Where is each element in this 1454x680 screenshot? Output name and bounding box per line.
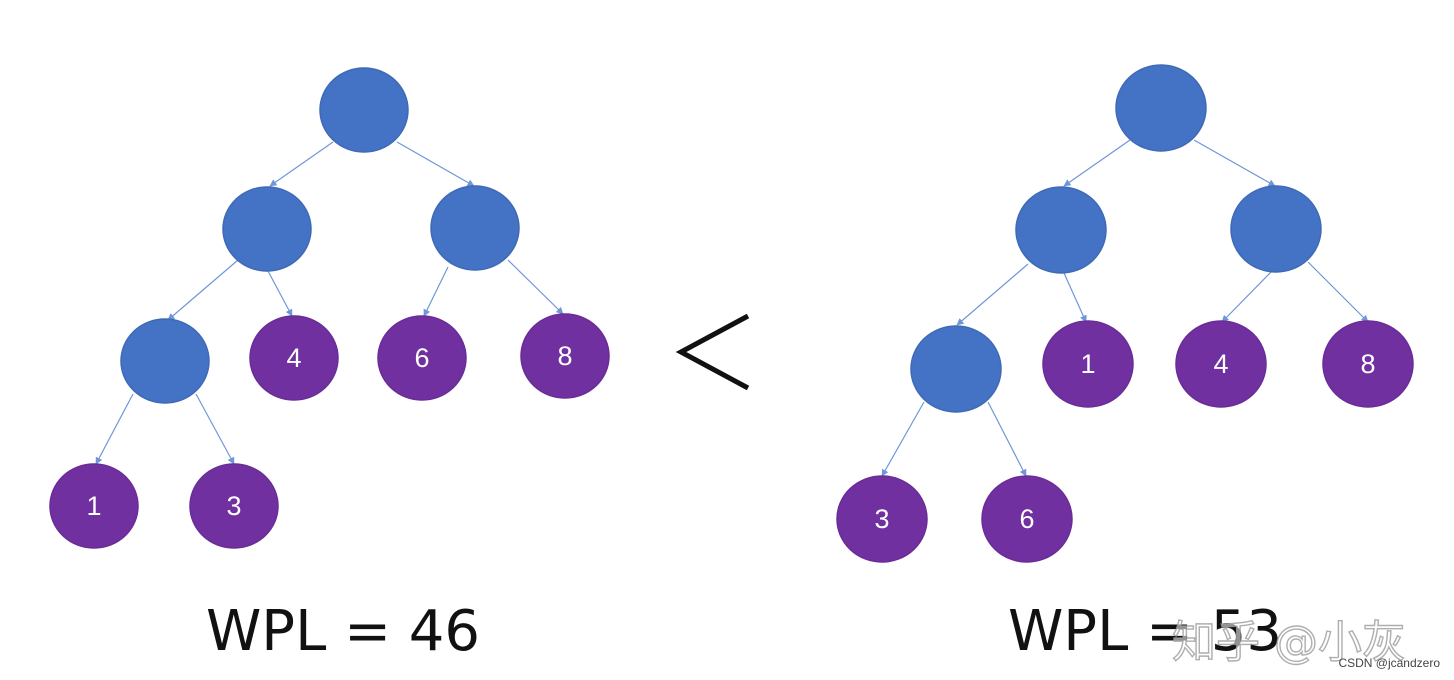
left-leaf-label-1: 1 (86, 491, 101, 521)
right-leaf-node-6: 6 (981, 475, 1073, 563)
right-leaf-label-1: 1 (1080, 349, 1095, 379)
left-root-node (319, 67, 409, 153)
zhihu-watermark: 知乎 @小灰 (1172, 617, 1406, 668)
right-edge-a-to-leaf-1 (1063, 272, 1087, 323)
right-leaf-label-3: 3 (874, 504, 889, 534)
left-leaf-node-3: 3 (189, 463, 279, 549)
left-leaf-label-8: 8 (557, 341, 572, 371)
left-edge-c-to-leaf-1 (95, 393, 134, 465)
left-leaf-node-8: 8 (520, 313, 610, 399)
right-edge-c-to-leaf-6 (987, 401, 1027, 477)
right-internal-node-a (1015, 186, 1107, 274)
left-edge-root-to-b (396, 141, 475, 187)
left-edge-root-to-a (269, 141, 334, 187)
left-edge-a-to-c (167, 259, 239, 321)
left-leaf-node-1: 1 (49, 463, 139, 549)
left-internal-node-a (222, 186, 312, 272)
right-edge-b-to-leaf-4 (1221, 270, 1273, 323)
right-internal-node-b (1230, 185, 1322, 273)
right-leaf-node-3: 3 (836, 475, 928, 563)
left-edge-a-to-leaf-4 (267, 270, 293, 317)
csdn-credit: CSDN @jcandzero (1338, 656, 1440, 670)
right-edge-b-to-leaf-8 (1307, 261, 1369, 323)
right-wpl-label: WPL = 53 (1008, 599, 1282, 664)
left-edge-c-to-leaf-3 (195, 393, 235, 465)
left-tree: 4 6 8 1 3 WPL = 46 (49, 67, 610, 664)
right-leaf-label-8: 8 (1360, 349, 1375, 379)
right-leaf-label-6: 6 (1019, 504, 1034, 534)
right-internal-node-c (910, 325, 1002, 413)
right-leaf-node-1: 1 (1042, 320, 1134, 408)
left-wpl-label: WPL = 46 (206, 599, 480, 664)
right-edge-a-to-c (956, 263, 1029, 326)
left-leaf-label-6: 6 (414, 343, 429, 373)
right-edge-c-to-leaf-3 (881, 401, 925, 477)
left-internal-node-c (120, 318, 210, 404)
right-leaf-node-4: 4 (1175, 320, 1267, 408)
left-leaf-label-4: 4 (286, 343, 301, 373)
right-leaf-label-4: 4 (1213, 349, 1228, 379)
left-internal-node-b (430, 185, 520, 271)
left-edge-b-to-leaf-8 (507, 259, 564, 315)
left-leaf-node-6: 6 (377, 315, 467, 401)
right-edge-root-to-b (1193, 139, 1276, 187)
right-edge-root-to-a (1063, 139, 1131, 187)
left-edge-b-to-leaf-6 (423, 266, 449, 317)
right-root-node (1115, 64, 1207, 152)
less-than-symbol (675, 313, 750, 391)
left-leaf-node-4: 4 (249, 315, 339, 401)
right-tree: 1 4 8 3 6 WPL = 53 (836, 64, 1414, 664)
left-leaf-label-3: 3 (226, 491, 241, 521)
right-leaf-node-8: 8 (1322, 320, 1414, 408)
